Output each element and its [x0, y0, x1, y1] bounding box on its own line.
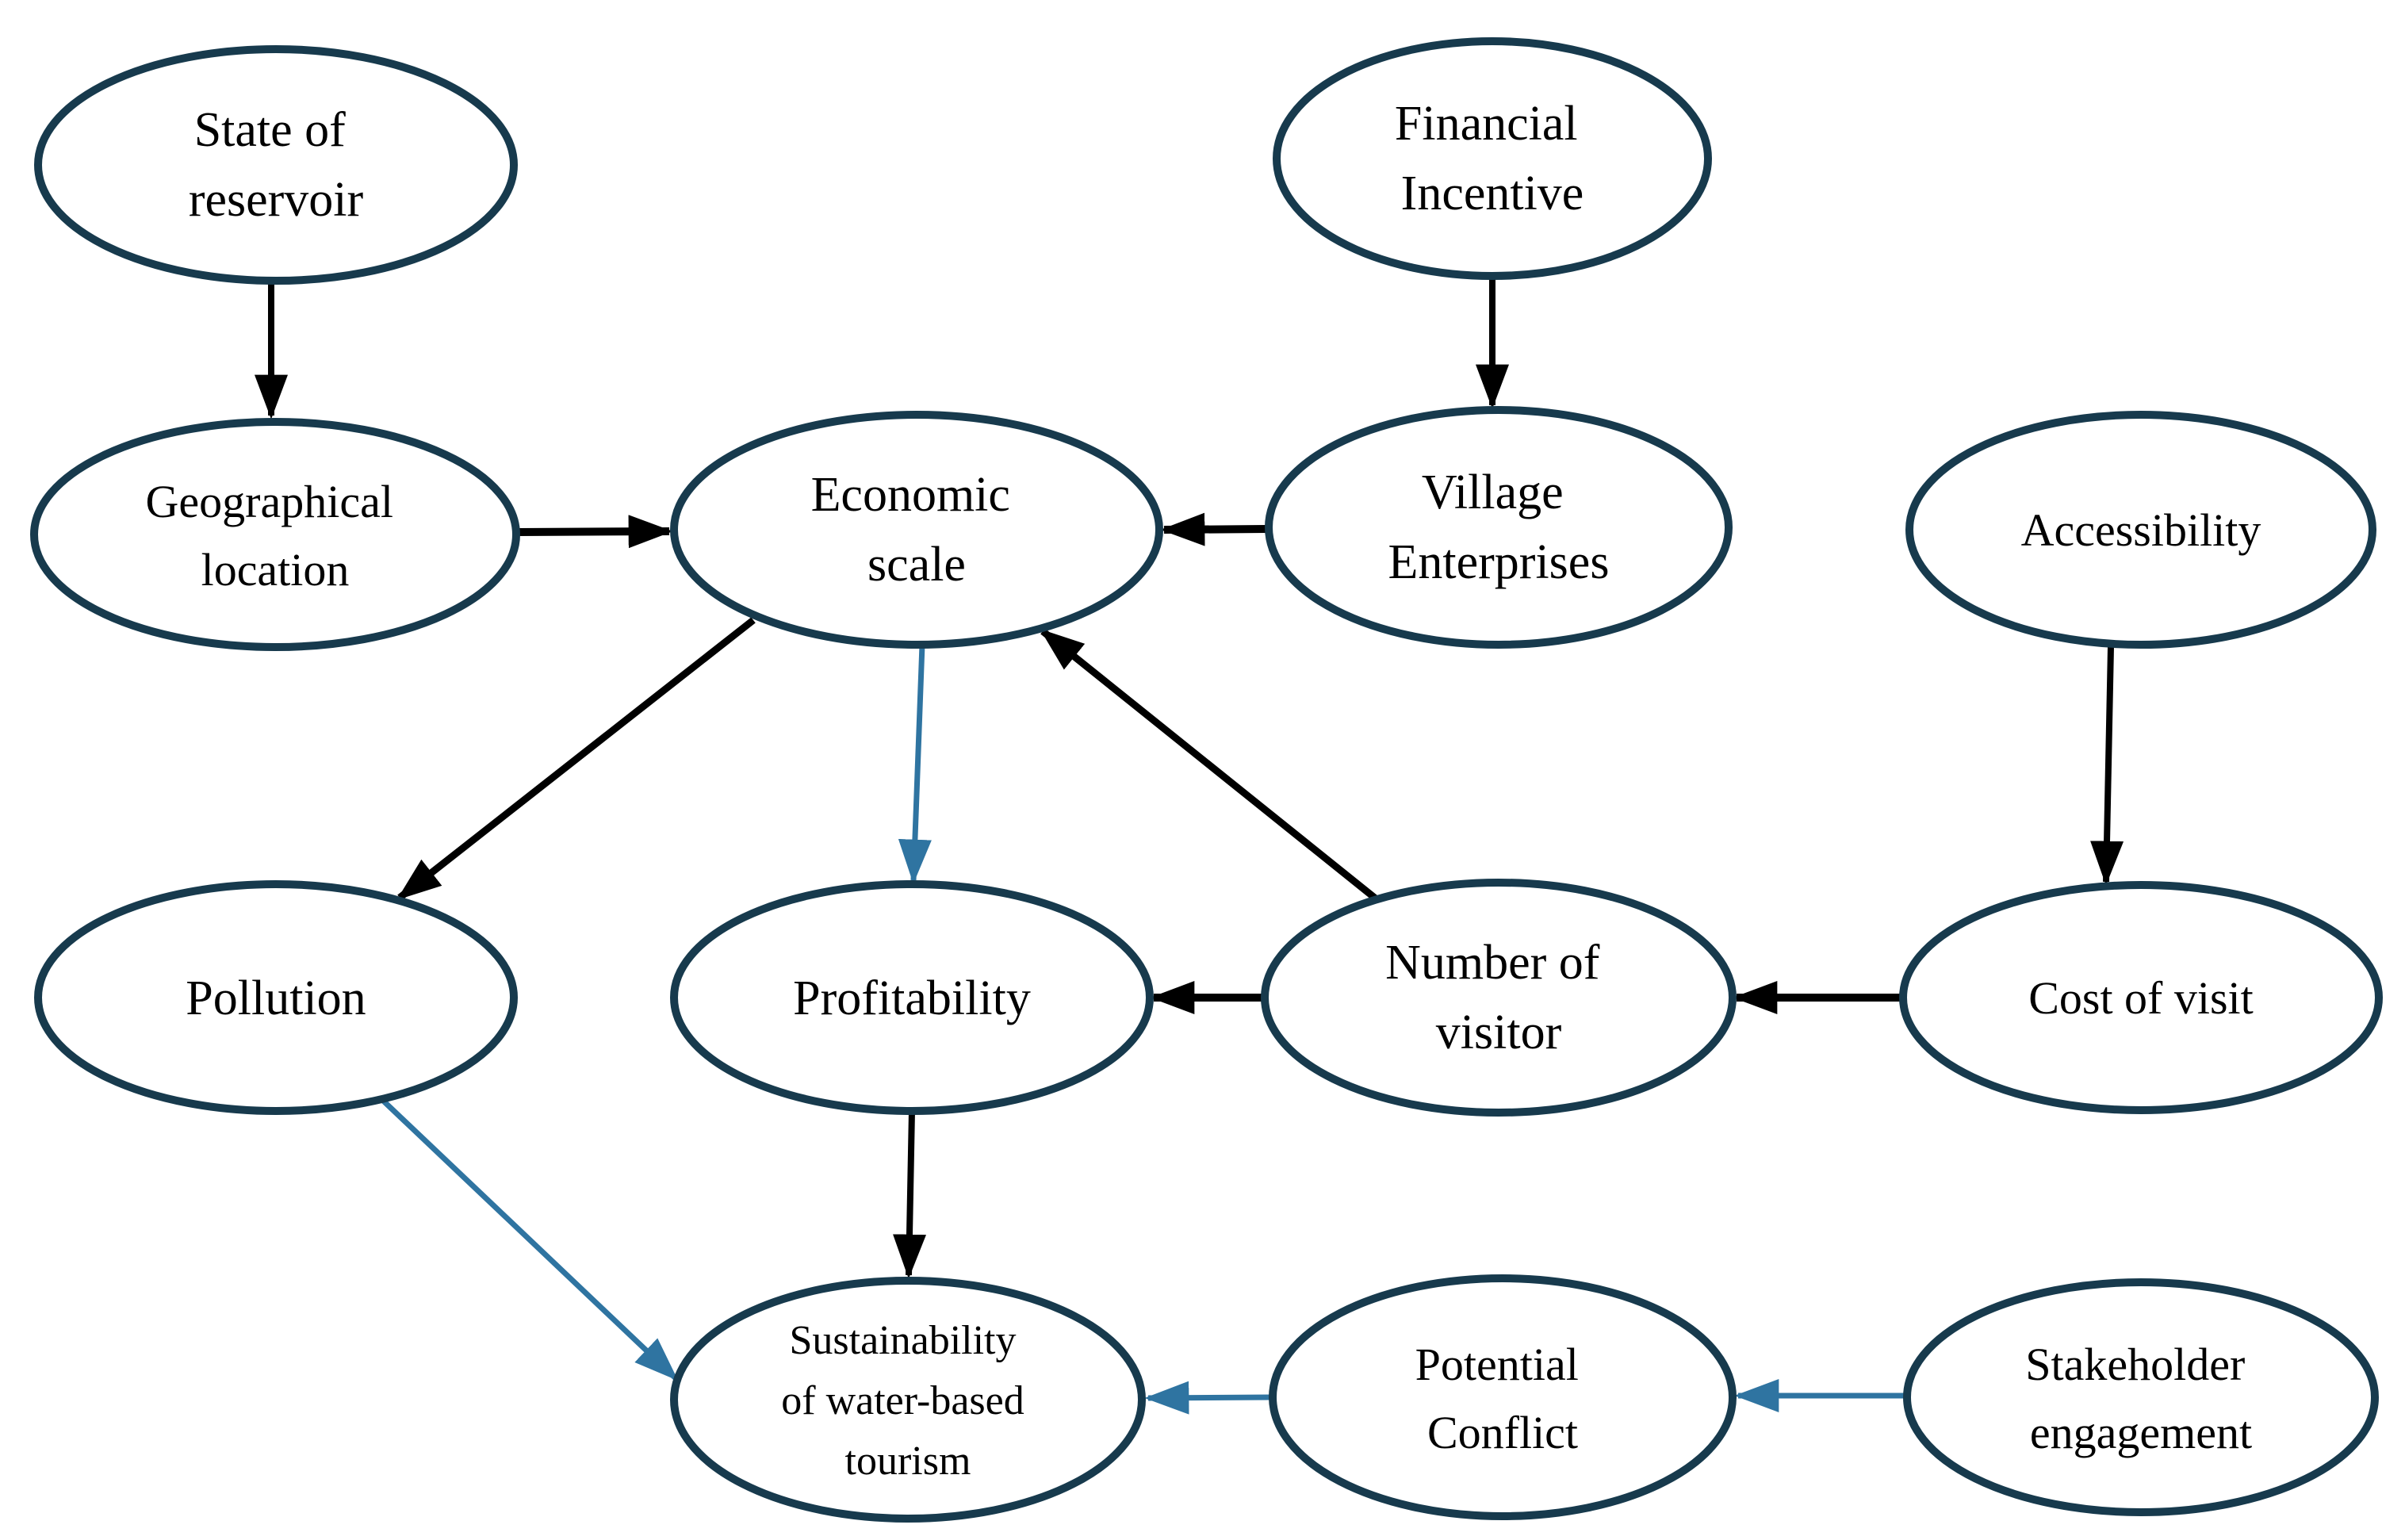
stakeholder-engagement-ellipse [1903, 1278, 2379, 1516]
pollution-ellipse [34, 880, 518, 1115]
profitability-label: Profitability [793, 971, 1031, 1025]
edge-accessibility-to-cost-of-visit [2090, 646, 2124, 886]
node-potential-conflict: Potential Conflict [1269, 1274, 1737, 1520]
village-enterprises-label: Village Enterprises [1388, 465, 1610, 589]
sustainability-label: Sustainability of water-based tourism [781, 1318, 1034, 1484]
node-stakeholder-engagement: Stakeholder engagement [1903, 1278, 2379, 1516]
village-enterprises-ellipse [1265, 406, 1733, 649]
pollution-label: Pollution [186, 971, 366, 1025]
edge-economic-scale-to-profitability [898, 644, 932, 884]
cost-of-visit-ellipse [1899, 881, 2383, 1114]
profitability-ellipse [670, 880, 1154, 1115]
accessibility-label: Accessibility [2021, 504, 2261, 556]
node-profitability: Profitability [670, 880, 1154, 1115]
financial-incentive-ellipse [1273, 37, 1712, 280]
sustainability-ellipse [670, 1277, 1146, 1523]
state-of-reservoir-label: State of reservoir [189, 103, 364, 227]
economic-scale-label: Economic scale [811, 468, 1023, 592]
state-of-reservoir-ellipse [34, 45, 518, 285]
node-financial-incentive: Financial Incentive [1273, 37, 1712, 280]
node-village-enterprises: Village Enterprises [1265, 406, 1733, 649]
financial-incentive-label: Financial Incentive [1395, 97, 1590, 220]
number-of-visitor-ellipse [1261, 879, 1737, 1117]
edge-pollution-to-sustainability [378, 1096, 679, 1381]
node-number-of-visitor: Number of visitor [1261, 879, 1737, 1117]
node-accessibility: Accessibility [1905, 411, 2376, 649]
nodes-layer: State of reservoir Financial Incentive G… [30, 37, 2383, 1523]
cost-of-visit-label: Cost of visit [2028, 972, 2254, 1024]
node-state-of-reservoir: State of reservoir [34, 45, 518, 285]
edge-economic-scale-to-pollution [396, 617, 756, 901]
node-cost-of-visit: Cost of visit [1899, 881, 2383, 1114]
edge-geographical-location-to-economic-scale [517, 515, 673, 549]
node-economic-scale: Economic scale [670, 411, 1163, 649]
geographical-location-ellipse [30, 418, 520, 651]
edge-number-of-visitor-to-economic-scale [1040, 628, 1379, 902]
edges-layer [255, 278, 2124, 1415]
potential-conflict-label: Potential Conflict [1415, 1339, 1591, 1458]
edge-profitability-to-sustainability [892, 1110, 926, 1279]
node-sustainability-of-water-based-tourism: Sustainability of water-based tourism [670, 1277, 1146, 1523]
economic-scale-ellipse [670, 411, 1163, 649]
stakeholder-engagement-label: Stakeholder engagement [2025, 1339, 2257, 1458]
accessibility-ellipse [1905, 411, 2376, 649]
potential-conflict-ellipse [1269, 1274, 1737, 1520]
node-geographical-location: Geographical location [30, 418, 520, 651]
node-pollution: Pollution [34, 880, 518, 1115]
number-of-visitor-label: Number of visitor [1385, 936, 1612, 1059]
edge-potential-conflict-to-sustainability [1144, 1381, 1272, 1415]
edge-village-enterprises-to-economic-scale [1160, 512, 1268, 546]
geographical-location-label: Geographical location [146, 476, 405, 596]
